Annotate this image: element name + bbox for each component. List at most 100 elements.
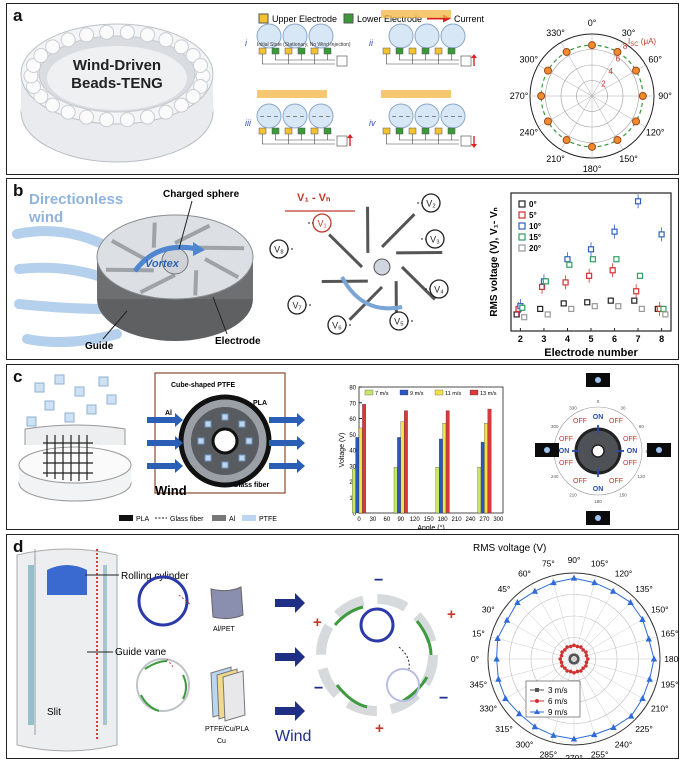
wind-label-d: Wind xyxy=(275,728,311,745)
legend-ptfe: PTFE xyxy=(259,516,277,523)
data-point xyxy=(558,657,563,661)
voltmeter-label: V₈ xyxy=(274,245,284,255)
electrode-pad xyxy=(395,47,404,55)
data-point xyxy=(516,710,523,717)
voltage-bar-chart: 0102030405060708003060901201501802102402… xyxy=(339,386,504,530)
bead xyxy=(173,39,189,55)
x-tick-label: 120 xyxy=(410,517,421,523)
polar-angle-label: 150° xyxy=(651,605,669,615)
data-point xyxy=(519,304,526,311)
data-point xyxy=(615,303,622,310)
data-point xyxy=(631,297,638,304)
polar-radial-tick: 6 xyxy=(616,55,621,64)
polar-data-point xyxy=(543,117,552,126)
polar-angle-label: 105° xyxy=(591,558,609,568)
polar-angle-label: 15° xyxy=(472,628,485,638)
guide-vane xyxy=(196,245,245,251)
bar xyxy=(439,438,443,514)
polar-angle-label: 315° xyxy=(495,724,513,734)
polar-angle-label: 60° xyxy=(648,55,662,65)
ptfe-cube xyxy=(238,454,246,462)
svg-text:− − −: − − − xyxy=(286,112,305,121)
ptfe-swatch xyxy=(242,515,256,521)
y-axis-label: Voltage (V) xyxy=(339,433,346,468)
ptfe-cubes xyxy=(197,413,253,469)
voltmeter-label: V₆ xyxy=(332,321,342,331)
wind-label-line1: Directionless xyxy=(29,191,123,208)
bar xyxy=(397,437,401,514)
charged-sphere-label: Charged sphere xyxy=(163,189,240,200)
x-tick-label: 0 xyxy=(357,517,361,523)
legend-marker xyxy=(518,200,526,208)
polar-angle-label: 0° xyxy=(471,654,479,664)
angle-tick: 60 xyxy=(639,424,645,429)
cylinder-device xyxy=(16,548,118,752)
data-point xyxy=(627,598,634,605)
guide-vane xyxy=(151,222,157,248)
polar-angle-label: 180° xyxy=(664,654,679,664)
legend-marker xyxy=(518,244,526,252)
polar-angle-label: 255° xyxy=(591,750,609,759)
electrode-pad xyxy=(258,127,267,135)
electrode-pad xyxy=(258,47,267,55)
legend-marker xyxy=(518,233,526,241)
panel-b: b Directionless wind Vortex Charged sphe… xyxy=(6,178,679,360)
data-point xyxy=(572,643,576,648)
legend-entry: 15° xyxy=(529,233,541,242)
bar xyxy=(393,467,398,514)
legend-swatch xyxy=(469,389,479,396)
electrode-pad xyxy=(323,47,332,55)
off-label: OFF xyxy=(609,418,623,425)
exploded-view xyxy=(18,374,132,502)
x-tick-label: 150 xyxy=(424,517,435,523)
pla-label: PLA xyxy=(253,400,267,407)
polar-angle-label: 30° xyxy=(622,28,636,38)
bead-ring xyxy=(23,24,211,128)
switch-map: 0306090120150180210240270300330OFFOFFOFF… xyxy=(535,373,671,525)
bar xyxy=(484,423,488,514)
angle-tick: 180 xyxy=(594,499,602,504)
data-point xyxy=(639,615,646,622)
data-point xyxy=(633,288,640,295)
y-tick-label: 30 xyxy=(349,464,356,470)
polar-angle-label: 120° xyxy=(615,568,633,578)
data-point xyxy=(568,669,573,674)
electrode-pad xyxy=(284,127,293,135)
al-pet-label: Al/PET xyxy=(213,626,236,633)
data-point xyxy=(560,300,567,307)
bead xyxy=(33,48,49,64)
ptfe-cu-pla-label: PTFE/Cu/PLA xyxy=(205,726,249,733)
al-swatch xyxy=(212,515,226,521)
panel-c: c xyxy=(6,364,679,530)
y-axis-label: RMS voltage (V), V₁- Vₙ xyxy=(489,207,500,316)
legend-entry: 10° xyxy=(529,222,541,231)
cross-section-frame xyxy=(154,372,286,494)
cu-label: Cu xyxy=(217,738,226,745)
legend-pla: PLA xyxy=(136,516,150,523)
data-point xyxy=(565,669,569,673)
ptfe-cube xyxy=(221,461,229,469)
data-point xyxy=(589,256,596,263)
data-point xyxy=(638,305,645,313)
ptfe-cube xyxy=(238,420,246,428)
on-label: ON xyxy=(593,486,604,493)
ptfe-cube xyxy=(197,437,205,445)
wind-arrows-d xyxy=(275,593,305,721)
data-point xyxy=(550,731,557,738)
guide-vane xyxy=(174,223,211,245)
bead-sphere xyxy=(256,103,282,129)
ptfe-cu-pla-stack xyxy=(210,666,246,722)
off-label: OFF xyxy=(609,478,623,485)
svg-text:−: − xyxy=(374,572,383,589)
data-point xyxy=(584,664,588,668)
legend-entry: 13 m/s xyxy=(480,391,497,397)
bead xyxy=(79,27,95,43)
polar-angle-label: 150° xyxy=(619,154,638,164)
svg-text:+: + xyxy=(375,720,384,737)
bead xyxy=(158,104,174,120)
voltmeter-label: V₅ xyxy=(394,317,404,327)
bar xyxy=(362,404,366,514)
x-tick-label: 240 xyxy=(465,517,476,523)
y-tick-label: 40 xyxy=(349,449,356,455)
bead xyxy=(119,112,135,128)
